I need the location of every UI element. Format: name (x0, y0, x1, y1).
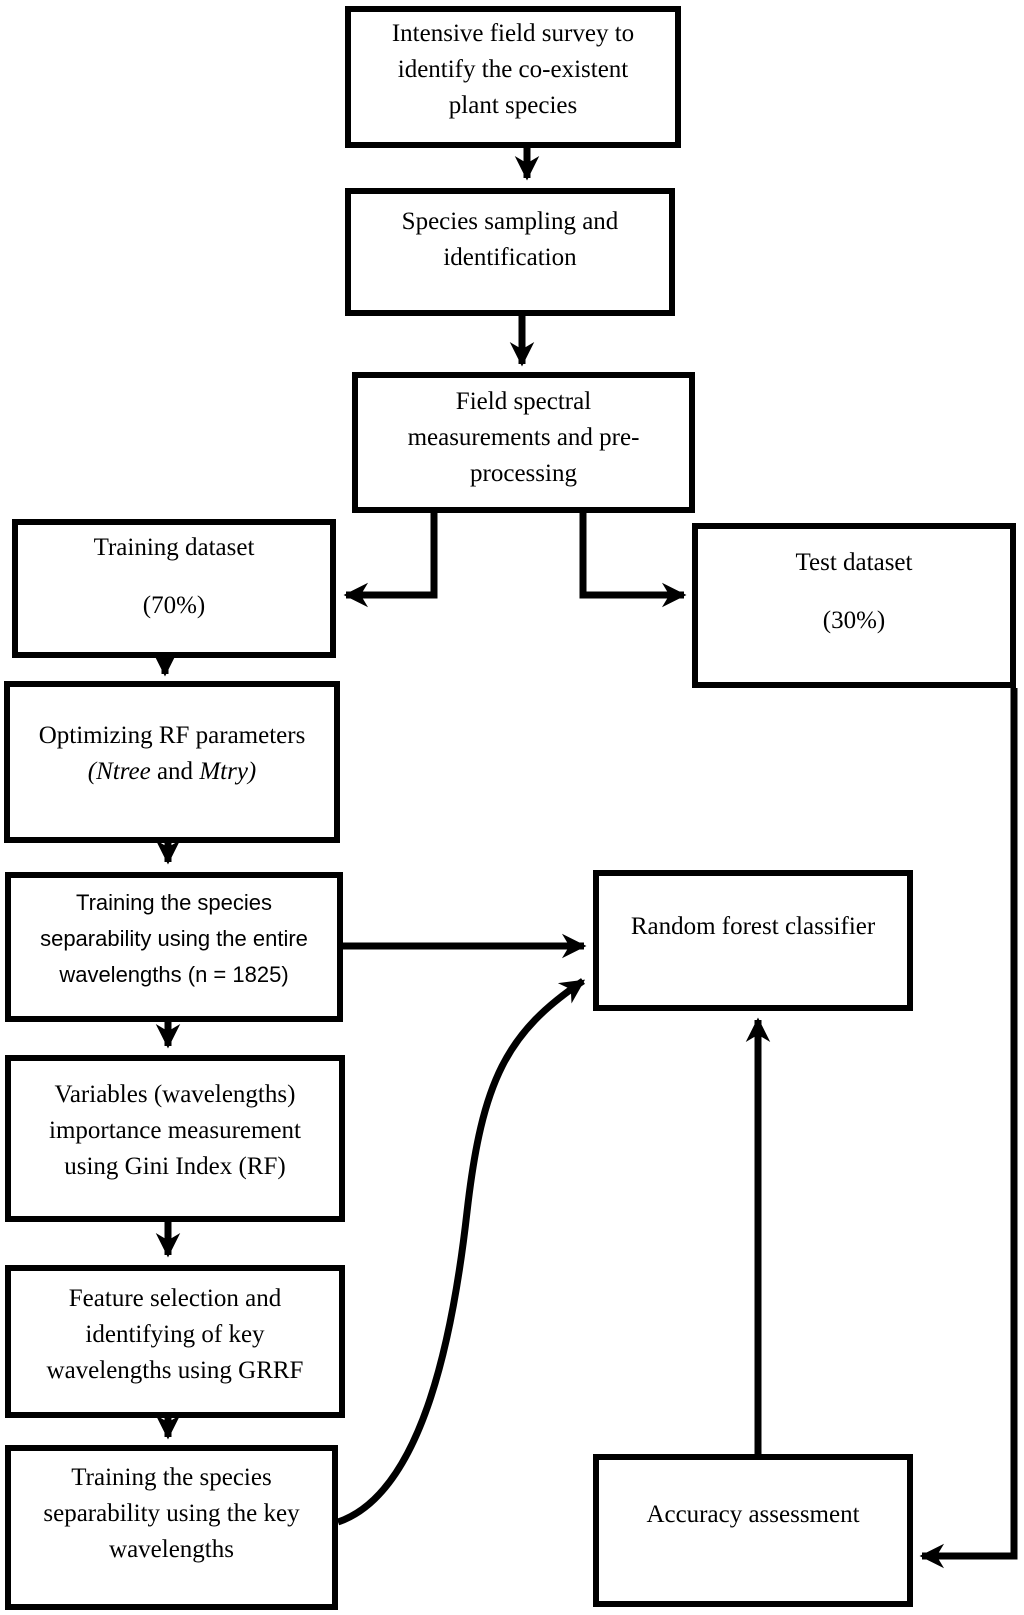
node-line: Optimizing RF parameters (38, 722, 306, 749)
node-line: identification (443, 244, 577, 271)
node-line: Training dataset (93, 533, 255, 561)
node-feature-selection: Feature selection and identifying of key… (5, 1265, 345, 1418)
node-line: Test dataset (795, 548, 913, 576)
node-training-entire-wavelengths: Training the species separability using … (5, 872, 343, 1022)
node-line: plant species (448, 92, 578, 119)
node-variables-importance: Variables (wavelengths) importance measu… (5, 1055, 345, 1222)
node-training-dataset: Training dataset (70%) (12, 519, 336, 658)
node-line: wavelengths (109, 1535, 234, 1563)
node-field-spectral: Field spectral measurements and pre- pro… (352, 372, 695, 513)
arrow-spectral-to-test-dataset (579, 513, 687, 608)
node-line: Random forest classifier (630, 912, 876, 940)
node-line: separability using the entire (40, 926, 308, 951)
arrow-training-key-to-rf-classifier-curve (336, 978, 586, 1526)
node-line: Training the species (75, 890, 273, 915)
node-line: identify the co-existent (397, 56, 629, 83)
node-line: Field spectral (455, 387, 592, 415)
node-line: Intensive field survey to (391, 20, 635, 47)
node-random-forest-classifier: Random forest classifier (593, 870, 913, 1011)
node-line: Training the species (71, 1463, 272, 1491)
node-optimizing-rf-parameters: Optimizing RF parameters (Ntree and Mtry… (4, 681, 340, 843)
node-field-survey: Intensive field survey to identify the c… (345, 6, 681, 148)
arrow-spectral-to-training-dataset (343, 513, 438, 608)
node-line: identifying of key (85, 1320, 265, 1348)
node-line: wavelengths using GRRF (46, 1356, 304, 1384)
node-line: Variables (wavelengths) (54, 1080, 296, 1108)
node-line: using Gini Index (RF) (64, 1152, 286, 1180)
node-line: measurements and pre- (407, 423, 640, 451)
arrow-test-dataset-to-accuracy (919, 688, 1018, 1569)
node-line: (30%) (822, 606, 886, 634)
node-line: Species sampling and (401, 208, 619, 235)
node-line: processing (470, 459, 577, 487)
node-species-sampling: Species sampling and identification (345, 188, 675, 316)
node-accuracy-assessment: Accuracy assessment (593, 1454, 913, 1607)
node-line: Accuracy assessment (646, 1500, 860, 1528)
node-line: importance measurement (49, 1116, 301, 1144)
node-training-key-wavelengths: Training the species separability using … (5, 1445, 338, 1610)
node-line: Feature selection and (68, 1284, 282, 1312)
node-line: (70%) (142, 591, 206, 619)
node-line: separability using the key (43, 1499, 300, 1527)
node-line: (Ntree and Mtry) (87, 758, 257, 785)
node-line: wavelengths (n = 1825) (59, 962, 289, 987)
node-test-dataset: Test dataset (30%) (692, 523, 1016, 688)
